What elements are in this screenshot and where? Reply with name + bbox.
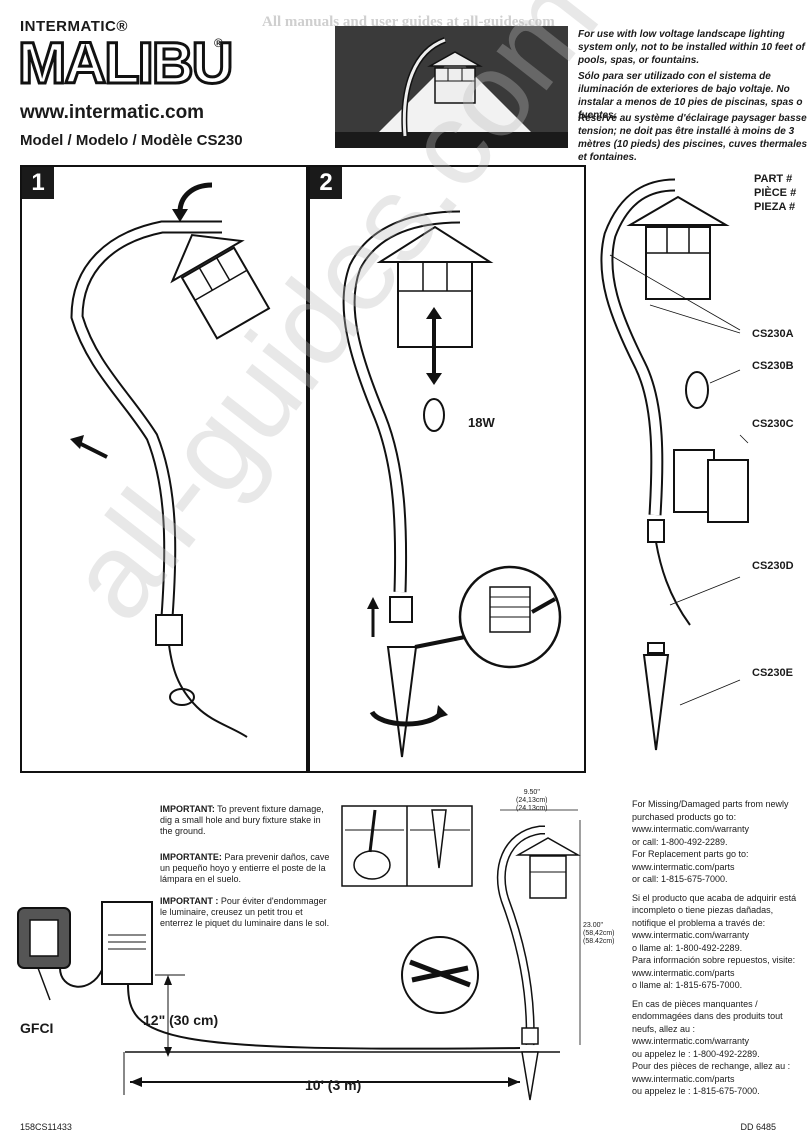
note-english: IMPORTANT: To prevent fixture damage, di… [160,804,335,837]
intermatic-logo: INTERMATIC® [20,18,128,35]
parts-exploded-illustration [600,178,749,751]
height-dim-value: 23.00" [583,922,604,929]
part-heading-es: PIEZA # [754,201,796,213]
step-1-illustration [70,182,271,738]
note-text: To prevent fixture damage, dig a small h… [160,804,324,836]
note-french: IMPORTANT : Pour éviter d'endommager le … [160,896,335,929]
step-2-panel: 2 18W [308,165,586,773]
width-dim-metric: (24,13cm) [516,797,548,804]
height-dim-metric: (58,42cm) [583,930,615,937]
width-dim-metric-alt: (24.13cm) [516,805,548,812]
height-dim-metric-alt: (58.42cm) [583,938,615,945]
warning-spanish: Sólo para ser utilizado con el sistema d… [578,71,803,121]
part-heading-fr: PIÈCE # [754,187,797,199]
width-dimension: 9.50" (24,13cm) (24.13cm) [516,789,548,813]
installation-illustration [17,805,581,1101]
drawing-code: DD 6485 [740,1122,776,1132]
part-cs230b: CS230B [752,360,794,372]
step-2-number: 2 [310,167,342,199]
note-text: Pour éviter d'endommager le luminaire, c… [160,896,330,928]
contact-french: En cas de pièces manquantes / endommagée… [632,998,791,1097]
step-1-panel: 1 [20,165,308,773]
warning-french: Réservé au système d'éclairage paysager … [578,113,807,163]
hero-lantern-image [335,26,568,148]
part-cs230d: CS230D [752,560,794,572]
note-label: IMPORTANT: [160,804,215,814]
step-2-illustration [342,210,562,758]
note-spanish: IMPORTANTE: Para prevenir daños, cave un… [160,852,335,885]
contact-spanish: Si el producto que acaba de adquirir est… [632,892,797,991]
height-dimension: 23.00" (58,42cm) (58.42cm) [583,922,615,946]
malibu-logo: MALIBU [17,31,236,96]
burial-depth-label: 12" (30 cm) [143,1012,219,1028]
step-1-number: 1 [22,167,54,199]
gfci-label: GFCI [20,1020,54,1036]
part-heading-en: PART # [754,173,793,185]
bulb-wattage-label: 18W [468,415,495,430]
contact-info: For Missing/Damaged parts from newly pur… [632,798,807,1104]
width-dim-value: 9.50" [523,789,540,796]
note-text: Para prevenir daños, cave un pequeño hoy… [160,852,330,884]
part-cs230c: CS230C [752,418,794,430]
document-code: 158CS11433 [20,1122,72,1132]
part-heading: PART # PIÈCE # PIEZA # [754,172,796,214]
part-cs230e: CS230E [752,667,793,679]
warning-english: For use with low voltage landscape light… [578,29,805,66]
model-number: Model / Modelo / Modèle CS230 [20,132,243,149]
website-url: www.intermatic.com [20,102,205,123]
contact-english: For Missing/Damaged parts from newly pur… [632,799,789,884]
note-label: IMPORTANT : [160,896,219,906]
part-cs230a: CS230A [752,328,794,340]
note-label: IMPORTANTE: [160,852,222,862]
distance-label: 10' (3 m) [305,1077,362,1093]
registered-mark: ® [214,36,223,50]
